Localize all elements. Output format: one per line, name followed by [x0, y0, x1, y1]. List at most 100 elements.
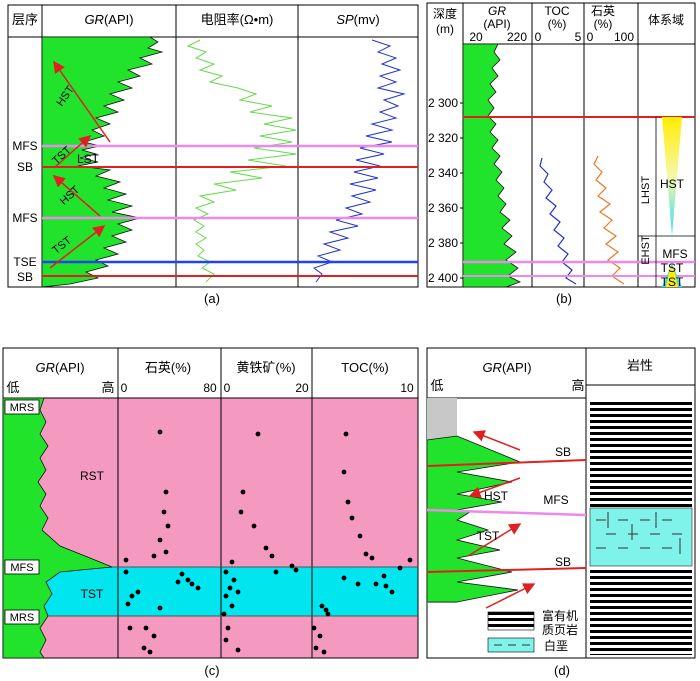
d-header-gr: GR(API): [482, 360, 531, 375]
d-arrow-4: [485, 583, 536, 609]
b-toc-scale-min: 0: [535, 30, 542, 44]
d-lith-shale-lower: [590, 567, 692, 655]
a-arrow-hst-2: [52, 175, 101, 217]
a-label-mfs-2: MFS: [12, 211, 37, 225]
a-label-sb-1: SB: [17, 160, 33, 174]
panel-a: 层序 GR(API) 电阻率(Ω•m) SP(mv) MFS SB MFS TS…: [7, 4, 419, 306]
a-header-sp: SP(mv): [336, 12, 379, 27]
b-depth-2340: 2 340: [428, 166, 458, 180]
c-label-tst: TST: [81, 587, 104, 601]
b-depth-2360: 2 360: [428, 201, 458, 215]
b-hst-triangle: [662, 117, 682, 236]
c-pyrite-points: [221, 431, 299, 653]
d-label-mfs: MFS: [543, 493, 568, 507]
b-toc-scale-max: 5: [575, 30, 582, 44]
b-header-quartz-unit: (%): [594, 17, 613, 31]
a-header-layers: 层序: [12, 12, 38, 27]
d-legend-shale-swatch: [487, 611, 535, 631]
a-arrow-hst-1: [53, 60, 111, 143]
a-caption: (a): [204, 291, 220, 306]
a-label-tse: TSE: [13, 255, 36, 269]
d-gr-log: [426, 435, 522, 603]
b-gr-scale-max: 220: [507, 30, 527, 44]
c-label-rst: RST: [80, 469, 105, 483]
panel-d: GR(API) 低 高 岩性 SB MFS SB HST TST: [426, 347, 696, 678]
d-legend-chalk: 白垩: [544, 638, 568, 653]
b-header-toc-unit: (%): [548, 17, 567, 31]
b-depth-2300: 2 300: [428, 96, 458, 110]
c-quartz-min: 0: [121, 381, 128, 395]
d-label-sb-2: SB: [555, 555, 571, 569]
c-quartz-max: 80: [203, 381, 217, 395]
b-depth-2380: 2 380: [428, 236, 458, 250]
c-low: 低: [6, 380, 19, 395]
b-label-tst-1: TST: [661, 261, 684, 275]
b-label-ehst: EHST: [640, 235, 652, 265]
b-depth-ticks: 2 300 2 320 2 340 2 360 2 380 2 400: [428, 96, 463, 285]
b-header-toc: TOC: [544, 4, 569, 18]
c-quartz-points: [123, 429, 201, 655]
c-gr-log: [2, 397, 113, 659]
c-rst-zone: [3, 398, 418, 567]
c-pyrite-max: 20: [295, 381, 309, 395]
d-low: 低: [430, 378, 443, 393]
d-label-hst: HST: [484, 489, 509, 503]
a-header-resistivity: 电阻率(Ω•m): [201, 12, 274, 27]
d-caption: (d): [554, 663, 570, 678]
d-lith-chalk: [589, 507, 693, 567]
c-header-quartz: 石英(%): [145, 360, 191, 375]
d-header-lithology: 岩性: [627, 358, 653, 373]
b-header-gr: GR: [488, 4, 506, 18]
b-header-depth: 深度: [433, 6, 457, 21]
c-toc-points: [311, 431, 413, 655]
d-sb-line-lower: [426, 567, 587, 573]
b-label-lhst: LHST: [640, 176, 652, 204]
c-label-mrs-1: MRS: [10, 402, 34, 414]
c-toc-max: 10: [400, 381, 414, 395]
a-header-gr: GR(API): [84, 12, 133, 27]
b-quartz-scale-max: 100: [614, 30, 634, 44]
c-high: 高: [101, 380, 114, 395]
b-header-gr-unit: (API): [483, 17, 510, 31]
a-arrow-tst-2: [49, 225, 106, 269]
d-sb-line-upper: [426, 459, 587, 467]
b-depth-2400: 2 400: [428, 271, 458, 285]
b-quartz-scale-min: 0: [587, 30, 594, 44]
c-caption: (c): [204, 663, 219, 678]
b-label-mfs: MFS: [662, 247, 687, 261]
a-sp-curve: [312, 39, 406, 283]
d-label-tst: TST: [477, 529, 500, 543]
b-header-depth-unit: (m): [436, 22, 454, 36]
d-lith-shale-upper: [590, 399, 692, 507]
d-chalk-pattern: [596, 512, 682, 554]
b-label-tst-2: TST: [661, 275, 684, 289]
d-label-sb-1: SB: [555, 445, 571, 459]
b-depth-2320: 2 320: [428, 131, 458, 145]
panel-c: GR(API) 低 高 石英(%) 黄铁矿(%) TOC(%) 0 80 0 2…: [2, 347, 419, 678]
c-header-gr: GR(API): [35, 360, 84, 375]
b-toc-curve: [539, 157, 577, 285]
b-header-tract: 体系域: [648, 13, 684, 27]
d-arrow-3: [467, 523, 522, 557]
c-label-mrs-2: MRS: [10, 612, 34, 624]
b-header-quartz: 石英: [591, 4, 615, 18]
a-gr-log: [41, 36, 164, 288]
b-gr-scale-min: 20: [469, 30, 483, 44]
d-legend-shale-line2: 质页岩: [542, 622, 578, 637]
d-legend-shale-line1: 富有机: [542, 608, 578, 623]
b-caption: (b): [556, 291, 572, 306]
d-mfs-line: [426, 508, 587, 517]
c-header-toc: TOC(%): [341, 360, 388, 375]
a-label-mfs-1: MFS: [12, 139, 37, 153]
a-label-sb-2: SB: [17, 270, 33, 284]
c-header-pyrite: 黄铁矿(%): [236, 360, 295, 375]
d-arrow-2: [468, 477, 521, 499]
b-label-hst: HST: [660, 177, 685, 191]
a-resistivity-curve: [186, 39, 297, 283]
panel-b: 深度 (m) GR (API) 20 220 TOC (%) 0 5 石英 (%…: [426, 2, 696, 306]
a-label-lst: LST: [77, 152, 100, 166]
c-pyrite-min: 0: [224, 381, 231, 395]
d-high: 高: [571, 378, 584, 393]
c-label-mfs: MFS: [10, 562, 33, 574]
d-arrow-1: [472, 430, 521, 451]
